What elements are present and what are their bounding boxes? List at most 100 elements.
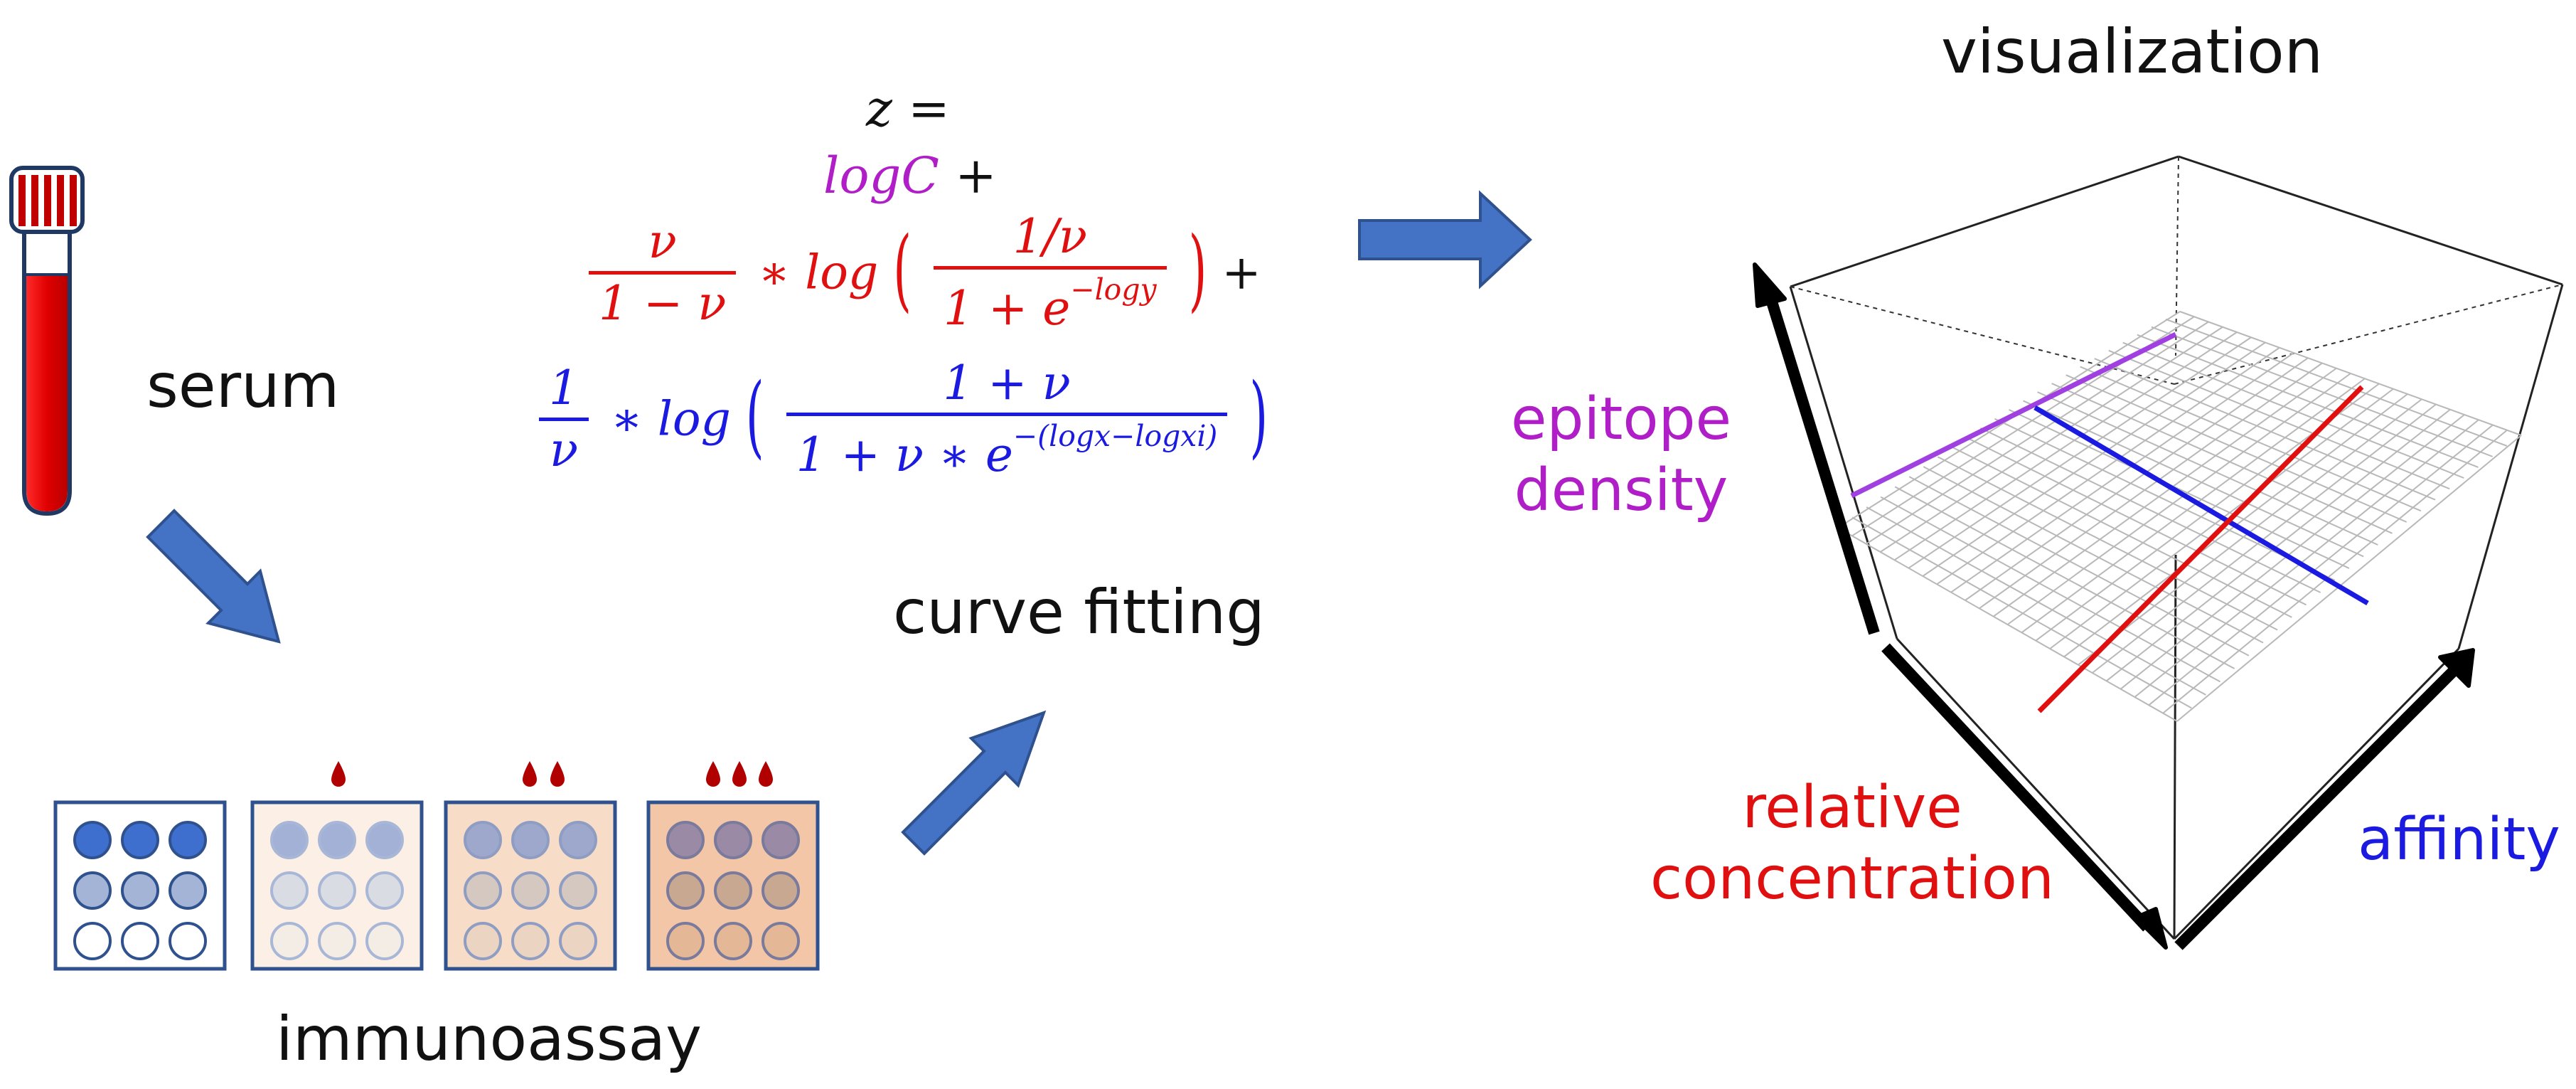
process-arrow-icon: [146, 190, 1532, 856]
surface-grid-line: [2037, 391, 2378, 546]
line3-inner-denominator: 1 + e−logy: [934, 266, 1167, 332]
equation-equals: =: [908, 80, 950, 138]
surface-grid-line: [2151, 326, 2494, 457]
blood-tube-icon: [9, 166, 85, 516]
surface-grid-line: [2108, 349, 2450, 490]
equation-line3-coefficient: ν 1 − ν: [589, 213, 737, 327]
line4-coef-numerator: 1: [549, 360, 579, 415]
surface-grid-line: [1937, 456, 2278, 631]
surface-grid-line: [1894, 486, 2235, 669]
relative-concentration-line: [2037, 385, 2364, 713]
line4-inner-denominator: 1 + ν ∗ e−(logx−logxi): [786, 413, 1228, 479]
surface-grid-line: [1951, 446, 2292, 618]
equation-lhs: z: [866, 80, 892, 138]
surface-grid-line: [2021, 378, 2366, 634]
affinity-label: affinity: [2358, 806, 2560, 873]
arrow-serum-to-immunoassay: [146, 509, 281, 644]
surface-grid-line: [1950, 352, 2294, 593]
affinity-arrowhead: [2438, 648, 2475, 688]
curve-fitting-label: curve fitting: [893, 577, 1265, 648]
surface-grid-line: [2137, 334, 2479, 468]
line3-coef-numerator: ν: [648, 213, 677, 269]
epitope-density-label: epitope density: [1500, 384, 1742, 526]
epitope-density-line: [1850, 331, 2177, 499]
surface-grid-line: [2051, 383, 2393, 534]
line4-inner-numerator: 1 + ν: [943, 356, 1071, 410]
surface-grid-line: [2120, 414, 2465, 690]
equation-line4-coefficient: 1 ν: [539, 360, 589, 474]
well-plate-icon: [53, 800, 820, 971]
surface-grid-line: [2023, 400, 2364, 558]
3d-surface-plot-icon: [1753, 155, 2564, 950]
relative-concentration-axis-arrow: [1881, 643, 2152, 932]
visualization-label: visualization: [1941, 16, 2324, 87]
line3-inner-den-base: 1 + e: [944, 280, 1071, 336]
epitope-density-arrowhead: [1753, 262, 1787, 308]
equation-line4: 1 ν ∗ log ( 1 + ν 1 + ν ∗ e−(logx−logxi)…: [532, 360, 1268, 479]
well-plate-1: [53, 800, 227, 971]
surface-grid-line: [1979, 362, 2323, 610]
surface-grid-line: [1908, 476, 2250, 657]
surface-mesh: [1837, 311, 2522, 722]
surface-grid-line: [1866, 321, 2209, 545]
blood-drop-icon: [331, 761, 773, 787]
surface-grid-line: [2165, 318, 2508, 447]
surface-grid-line: [2094, 358, 2436, 501]
surface-grid-line: [1965, 357, 2309, 601]
affinity-axis-arrow: [2174, 664, 2460, 950]
well-plate-2: [250, 800, 424, 971]
serum-label: serum: [146, 351, 340, 422]
well-plate-4: [646, 800, 820, 971]
surface-grid-line: [1936, 346, 2280, 585]
well-plate-3: [444, 800, 617, 971]
surface-grid-line: [1851, 516, 2192, 709]
line4-inner-den-exponent: −(logx−logxi): [1012, 419, 1218, 453]
surface-grid-line: [2122, 341, 2464, 479]
equation-line2-plus: +: [955, 147, 997, 205]
line3-inner-fraction: 1/ν 1 + e−logy: [934, 213, 1167, 332]
arrow-immunoassay-to-curve-fitting: [901, 710, 1047, 856]
line3-coef-denominator: 1 − ν: [589, 270, 737, 327]
epitope-density-label-line1: epitope: [1510, 386, 1732, 453]
surface-grid-line: [1922, 341, 2266, 577]
epitope-density-axis-arrow: [1762, 286, 1880, 635]
surface-grid-line: [2148, 424, 2494, 706]
surface-grid-line: [2134, 419, 2479, 698]
axis-arrows: [1753, 262, 2475, 950]
line3-close-paren: ): [1188, 218, 1207, 322]
surface-grid-line: [2006, 373, 2351, 625]
surface-grid-line: [2009, 409, 2350, 569]
surface-grid-line: [2065, 374, 2407, 523]
epitope-density-label-line2: density: [1514, 457, 1728, 525]
line4-open-paren: (: [745, 364, 764, 469]
plot-box: [1789, 155, 2564, 940]
affinity-line: [2033, 405, 2369, 606]
surface-grid-line: [1923, 466, 2264, 644]
line4-coef-denominator: ν: [539, 417, 589, 474]
surface-grid-line: [1866, 506, 2206, 696]
surface-grid-line: [1908, 336, 2252, 569]
equation-line2: logC +: [823, 151, 997, 201]
surface-grid-line: [2162, 429, 2508, 714]
equation-line1: z =: [866, 84, 950, 134]
line3-inner-den-exponent: −logy: [1070, 272, 1157, 307]
equation-logc-term: logC: [823, 147, 939, 205]
relative-concentration-label-line2: concentration: [1650, 845, 2054, 913]
line4-inner-den-base: 1 + ν ∗ e: [796, 427, 1013, 482]
immunoassay-label: immunoassay: [276, 1004, 702, 1075]
surface-grid-line: [2106, 408, 2451, 682]
equation-line3: ν 1 − ν ∗ log ( 1/ν 1 + e−logy ) +: [582, 213, 1261, 332]
surface-grid-line: [1880, 326, 2223, 553]
arrow-curve-fitting-to-visualization: [1358, 190, 1532, 289]
relative-concentration-arrowhead: [2134, 907, 2168, 950]
surface-grid-line: [1993, 367, 2337, 617]
surface-grid-line: [2080, 366, 2422, 512]
line3-inner-numerator: 1/ν: [1012, 209, 1087, 264]
surface-grid-line: [2092, 403, 2437, 674]
surface-grid-line: [1965, 437, 2307, 606]
line3-open-paren: (: [893, 218, 912, 322]
line4-inner-fraction: 1 + ν 1 + ν ∗ e−(logx−logxi): [786, 360, 1228, 479]
surface-grid-line: [2176, 435, 2522, 722]
surface-grid-line: [1979, 427, 2321, 593]
